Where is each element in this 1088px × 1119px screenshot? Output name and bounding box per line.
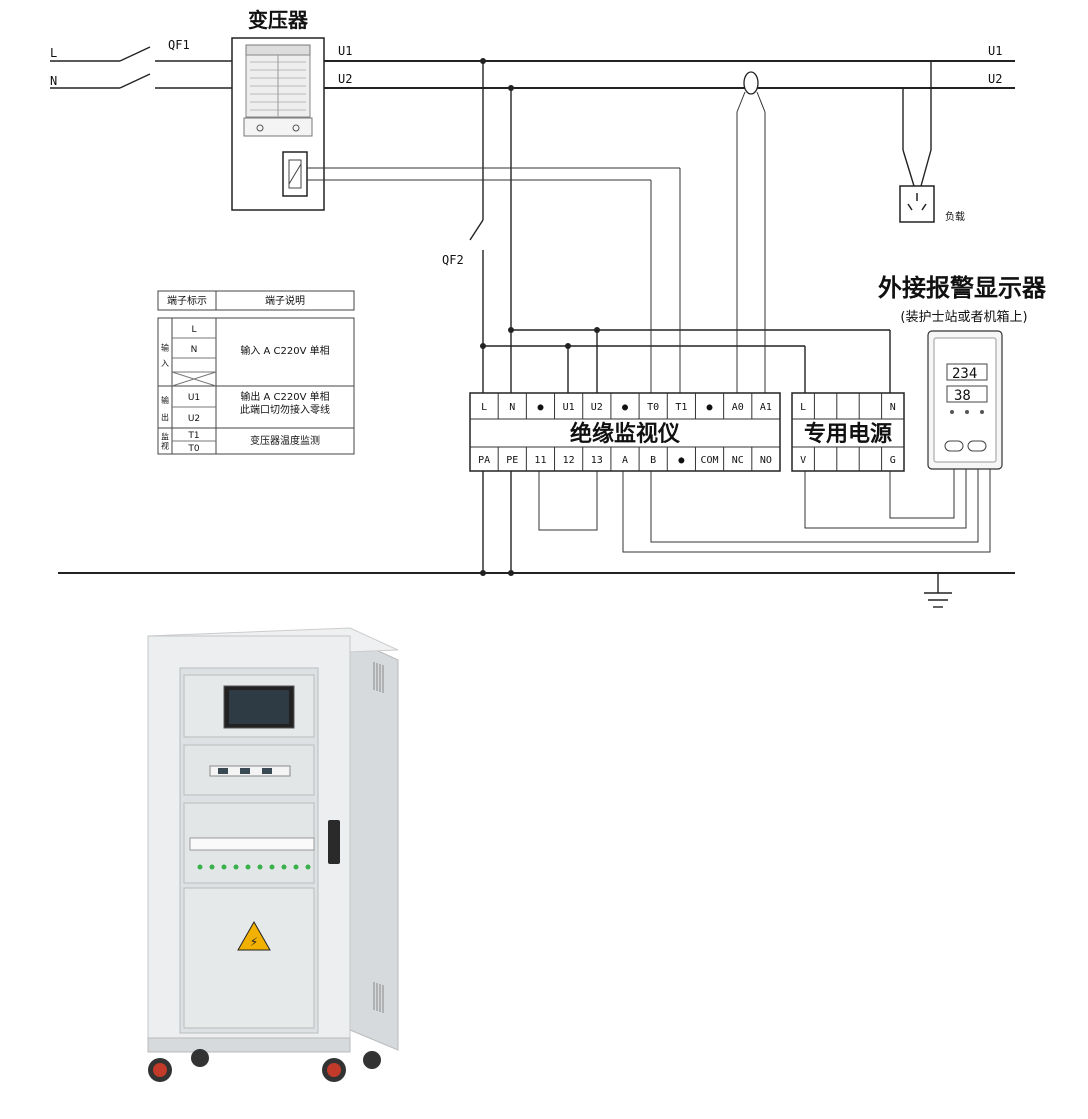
load-label: 负载 — [945, 210, 965, 223]
monitor-title: 绝缘监视仪 — [570, 421, 681, 447]
monitor-bottom-terminal-10: NO — [760, 455, 772, 466]
power-top-terminal-0: L — [800, 402, 806, 413]
monitor-top-terminal-0: L — [481, 402, 487, 413]
table-terminal: U1 — [188, 393, 200, 403]
table-description: 输入 A C220V 单相 — [240, 344, 329, 357]
table-terminal: U2 — [188, 414, 200, 424]
table-terminal: L — [191, 325, 196, 335]
svg-text:⚡: ⚡ — [250, 935, 258, 949]
u1-right-label: U1 — [988, 44, 1002, 58]
monitor-bottom-terminal-4: 13 — [591, 455, 603, 466]
table-header-1: 端子说明 — [265, 294, 305, 307]
table-header-0: 端子标示 — [167, 294, 207, 307]
monitor-bottom-terminal-5: A — [622, 455, 628, 466]
table-terminal: N — [191, 345, 198, 355]
monitor-bottom-terminal-1: PE — [506, 455, 518, 466]
junction-dots — [480, 58, 600, 576]
monitor-top-terminal-6: T0 — [647, 402, 659, 413]
power-supply — [791, 392, 905, 472]
monitor-top-terminal-2: ● — [537, 402, 543, 413]
temperature-wires — [307, 167, 681, 393]
table-group-2: 监 — [161, 431, 169, 441]
table-group-2: 视 — [161, 440, 169, 450]
alarm-reading-1: 234 — [952, 366, 977, 382]
power-bottom-terminal-0: V — [800, 455, 806, 466]
alarm-button-right[interactable] — [967, 440, 987, 452]
load-socket — [899, 61, 935, 223]
qf1-label: QF1 — [168, 38, 190, 52]
monitor-top-terminal-5: ● — [622, 402, 628, 413]
qf2-label: QF2 — [442, 253, 464, 267]
alarm-display-title: 外接报警显示器 — [878, 274, 1047, 302]
ground-symbol — [924, 573, 952, 608]
u1-label: U1 — [338, 44, 352, 58]
monitor-top-terminal-3: U1 — [563, 402, 575, 413]
power-title: 专用电源 — [804, 421, 892, 447]
monitor-top-terminal-9: A0 — [732, 402, 744, 413]
table-description: 此端口切勿接入零线 — [240, 403, 330, 416]
alarm-display-subtitle: (装护士站或者机箱上) — [900, 309, 1027, 325]
current-transformer — [736, 71, 766, 393]
monitor-top-terminals: L N ● U1 U2 ● T0 T1 ● A0 A1 — [481, 393, 772, 419]
feed-wires — [469, 61, 891, 573]
table-description: 变压器温度监测 — [250, 434, 320, 447]
u2-label: U2 — [338, 72, 352, 86]
monitor-bottom-terminals: PA PE 11 12 13 A B ● COM NC NO — [478, 447, 772, 471]
alarm-reading-2: 38 — [954, 388, 971, 404]
mains-n-label: N — [50, 74, 57, 88]
table-group-1: 输 — [161, 395, 169, 405]
monitor-bottom-terminal-2: 11 — [534, 455, 546, 466]
alarm-display-device: 234 38 — [927, 330, 1003, 470]
monitor-bottom-terminal-6: B — [650, 455, 656, 466]
table-group-0: 输 — [161, 342, 169, 352]
monitor-bottom-terminal-3: 12 — [563, 455, 575, 466]
mains-l-label: L — [50, 46, 57, 60]
power-top-terminal-4: N — [890, 402, 896, 413]
monitor-bottom-terminal-9: NC — [732, 455, 744, 466]
monitor-bottom-terminal-0: PA — [478, 455, 490, 466]
monitor-top-terminal-10: A1 — [760, 402, 772, 413]
transformer-title: 变压器 — [248, 8, 309, 32]
power-bottom-terminal-4: G — [890, 455, 896, 466]
monitor-top-terminal-8: ● — [707, 402, 713, 413]
monitor-top-terminal-7: T1 — [675, 402, 687, 413]
insulation-monitor — [469, 392, 781, 472]
table-description: 输出 A C220V 单相 — [240, 390, 329, 403]
transformer — [231, 37, 325, 211]
monitor-bottom-terminal-8: COM — [701, 455, 719, 466]
monitor-top-terminal-1: N — [509, 402, 515, 413]
alarm-button-left[interactable] — [944, 440, 964, 452]
qf1-switch — [50, 46, 232, 89]
monitor-bottom-terminal-7: ● — [678, 455, 684, 466]
monitor-top-terminal-4: U2 — [591, 402, 603, 413]
table-terminal: T0 — [187, 444, 199, 454]
signal-wires — [538, 469, 991, 553]
cabinet-photo: ⚡ — [128, 620, 408, 1105]
table-group-1: 出 — [161, 412, 169, 422]
table-terminal: T1 — [187, 431, 199, 441]
table-group-0: 入 — [161, 359, 169, 368]
u2-right-label: U2 — [988, 72, 1002, 86]
